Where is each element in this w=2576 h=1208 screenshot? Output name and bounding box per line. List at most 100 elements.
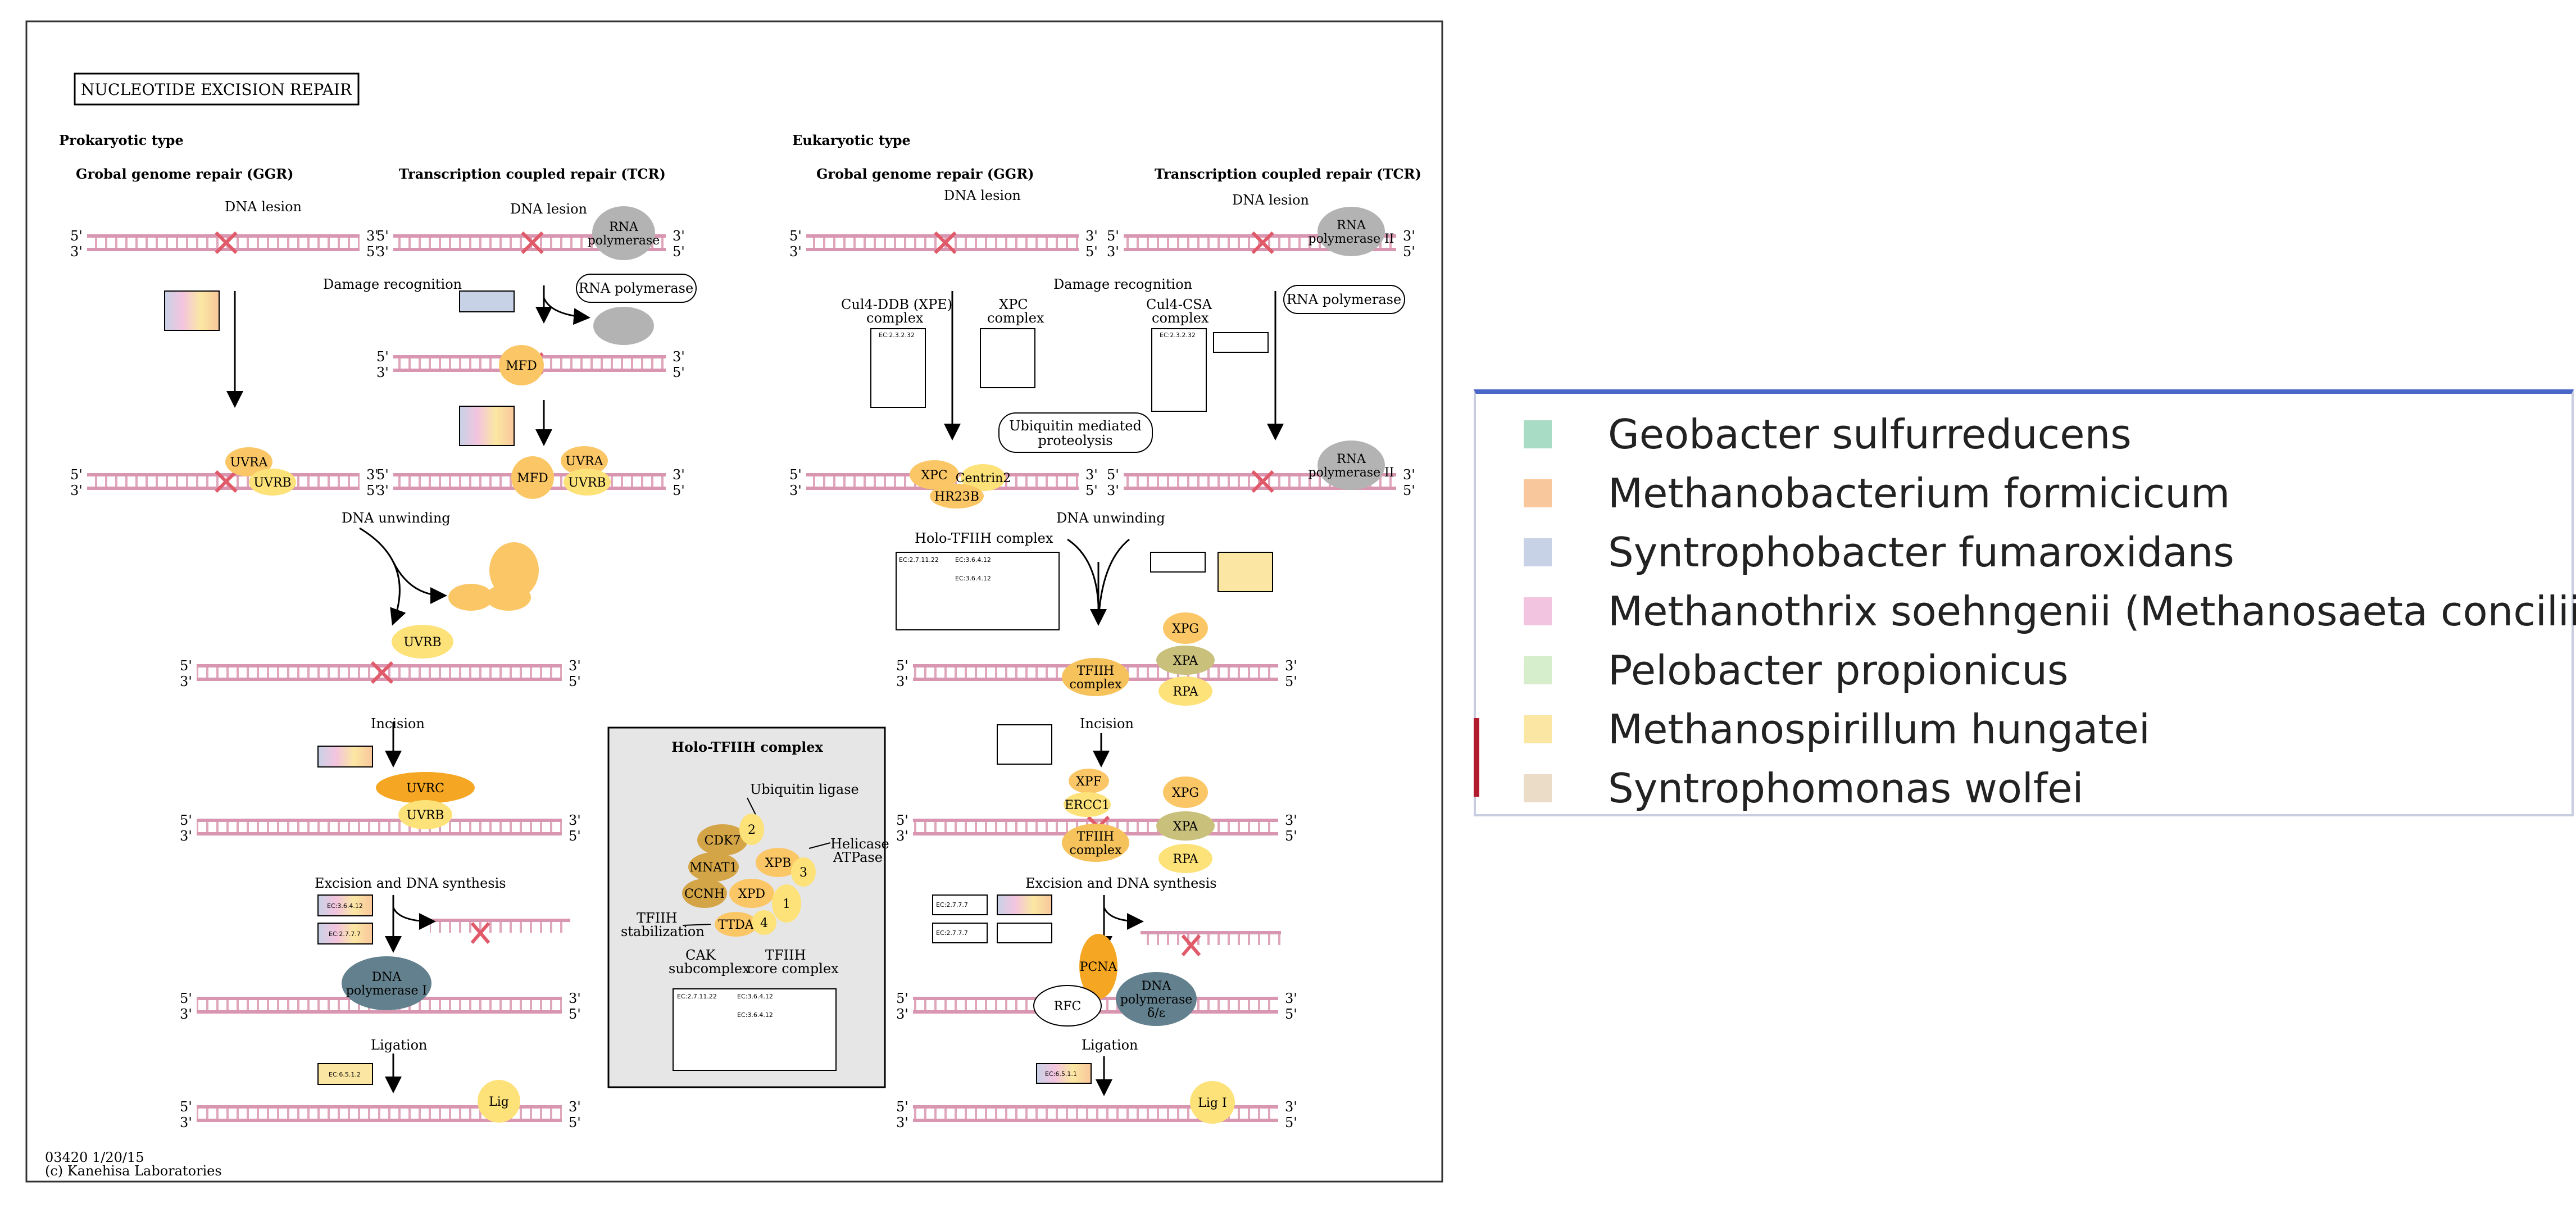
- xpa-protein[interactable]: XPA: [1156, 811, 1215, 841]
- uvra-protein[interactable]: UVRA: [225, 447, 272, 476]
- xpc-complex-label: XPC: [999, 297, 1028, 312]
- legend-swatch: [1524, 774, 1552, 802]
- unwinding-arrow: [359, 527, 406, 626]
- excised-fragment: [430, 919, 570, 944]
- protein-label: 1: [783, 897, 790, 911]
- legend-item: Methanothrix soehngenii (Methanosaeta co…: [1524, 583, 2576, 639]
- rna-polymerase-box[interactable]: RNA polymerase: [576, 274, 697, 303]
- lesion-mark: [1251, 231, 1274, 255]
- strand-end-label: 3': [180, 1006, 192, 1022]
- ligase-i[interactable]: Lig I: [1190, 1081, 1235, 1124]
- holo-tfiih-label: Holo-TFIIH complex: [915, 530, 1053, 546]
- strand-end-label: 3': [1085, 467, 1098, 483]
- uvrb-protein[interactable]: UVRB: [398, 800, 452, 829]
- ec-boxes[interactable]: [164, 290, 1273, 1085]
- strand-end-label: 3': [1085, 228, 1098, 244]
- subunit-2[interactable]: 2: [739, 814, 764, 845]
- legend-label: Geobacter sulfurreducens: [1608, 411, 2132, 458]
- protein-label: RPA: [1173, 685, 1198, 699]
- strand-end-label: 5': [673, 365, 685, 380]
- species-legend: Geobacter sulfurreducens Methanobacteriu…: [1474, 389, 2576, 816]
- uvrb-protein[interactable]: UVRB: [392, 625, 453, 659]
- xpc-protein[interactable]: XPC: [910, 460, 959, 489]
- uvrb-protein[interactable]: UVRB: [249, 469, 296, 496]
- cdk7-protein[interactable]: CDK7: [697, 824, 748, 856]
- xpf-protein[interactable]: XPF: [1069, 769, 1109, 793]
- ec-label: EC:3.6.4.12: [327, 902, 363, 910]
- strand-end-label: 3': [1403, 228, 1415, 244]
- strand-end-label: 3': [896, 674, 908, 689]
- ercc1-protein[interactable]: ERCC1: [1064, 792, 1111, 817]
- protein-label: TFIIH: [1077, 664, 1115, 678]
- mfd-protein[interactable]: MFD: [499, 345, 544, 385]
- hr23b-protein[interactable]: HR23B: [930, 484, 984, 508]
- legend-item: Syntrophomonas wolfei: [1524, 760, 2084, 816]
- legend-swatch: [1524, 656, 1552, 684]
- protein-label: CCNH: [684, 887, 725, 901]
- atpase-label: ATPase: [833, 850, 883, 865]
- tfiih-stabilization-label: stabilization: [621, 924, 705, 939]
- pcna-protein[interactable]: PCNA: [1079, 934, 1117, 999]
- uvrb-protein[interactable]: UVRB: [564, 469, 611, 496]
- xpb-protein[interactable]: XPB: [756, 848, 801, 877]
- legend-item: Methanospirillum hungatei: [1524, 701, 2150, 757]
- strand-end-label: 3': [789, 483, 802, 498]
- ubiquitin-ligase-label: Ubiquitin ligase: [750, 782, 859, 797]
- strand-end-label: 3': [673, 467, 685, 483]
- strand-end-label: 3': [180, 828, 192, 844]
- unwinding-arrow: [392, 561, 447, 604]
- protein-label: TTDA: [718, 918, 754, 932]
- damage-recognition-label: Damage recognition: [323, 276, 462, 292]
- strand-end-label: 5': [70, 467, 83, 483]
- protein-label: polymerase II: [1309, 466, 1394, 480]
- subunit-1[interactable]: 1: [772, 884, 801, 923]
- xpd-protein[interactable]: XPD: [729, 879, 774, 908]
- svg-text:RNA polymerase: RNA polymerase: [579, 280, 693, 296]
- ccnh-protein[interactable]: CCNH: [682, 879, 727, 908]
- legend-edge-accent: [1474, 718, 1479, 797]
- mnat1-protein[interactable]: MNAT1: [688, 852, 739, 882]
- rpa-protein[interactable]: RPA: [1158, 676, 1212, 706]
- released-protein[interactable]: [486, 584, 531, 611]
- rna-polymerase-box[interactable]: RNA polymerase: [1283, 285, 1405, 314]
- centrin2-protein[interactable]: Centrin2: [956, 464, 1011, 491]
- released-protein[interactable]: [489, 542, 539, 598]
- protein-label: RPA: [1173, 852, 1198, 866]
- rpa-protein[interactable]: RPA: [1158, 844, 1212, 873]
- subunit-3[interactable]: 3: [791, 857, 816, 887]
- uvra-protein[interactable]: UVRA: [561, 446, 608, 475]
- legend-item: Methanobacterium formicicum: [1524, 465, 2230, 521]
- ligase[interactable]: Lig: [478, 1080, 520, 1123]
- rna-polymerase-released[interactable]: [593, 307, 654, 345]
- strand-end-label: 3': [366, 467, 379, 483]
- cul4-ddb-label: Cul4-DDB (XPE): [841, 297, 952, 312]
- ec-label: EC:2.7.7.7: [936, 929, 968, 937]
- protein-label: ERCC1: [1065, 798, 1110, 812]
- subunit-4[interactable]: 4: [752, 910, 776, 935]
- strand-end-label: 5': [1285, 1006, 1297, 1022]
- protein-label: complex: [1070, 843, 1123, 857]
- protein-label: UVRB: [253, 476, 291, 490]
- xpa-protein[interactable]: XPA: [1156, 646, 1215, 675]
- protein-label: UVRA: [566, 455, 604, 469]
- released-protein[interactable]: [448, 584, 493, 611]
- strand-end-label: 3': [1107, 483, 1119, 498]
- ttda-protein[interactable]: TTDA: [715, 912, 757, 937]
- uvrc-protein[interactable]: UVRC: [376, 772, 475, 803]
- protein-label: DNA: [1142, 979, 1172, 993]
- protein-label: Centrin2: [956, 471, 1011, 485]
- xpg-protein[interactable]: XPG: [1163, 776, 1208, 808]
- prok-ggr-heading: Grobal genome repair (GGR): [76, 166, 294, 182]
- xpg-protein[interactable]: XPG: [1163, 612, 1208, 644]
- rfc-protein[interactable]: RFC: [1033, 985, 1102, 1027]
- ubiquitin-proteolysis-box[interactable]: Ubiquitin mediated proteolysis: [998, 412, 1153, 453]
- strand-end-label: 3': [376, 365, 389, 380]
- mfd-protein[interactable]: MFD: [511, 456, 554, 499]
